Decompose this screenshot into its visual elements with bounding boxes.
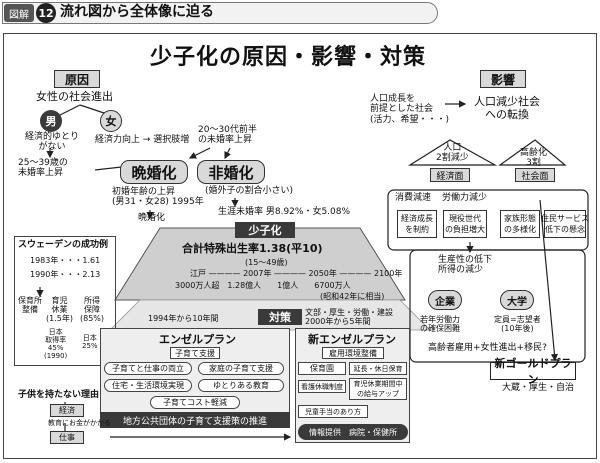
fertility-rate: 合計特殊出生率1.38(平10) xyxy=(182,242,323,255)
sweden-1983: 1983年・・・1.61 xyxy=(30,256,101,265)
angel-support: 子育て支援 xyxy=(170,347,220,359)
new-angel-footer: 情報提供 病院・保健所 xyxy=(298,424,408,440)
female-circle: 女 xyxy=(100,110,122,132)
new-angel-item: 看護休職制度 xyxy=(298,380,346,393)
aging-house-text: 高齢化 3割 xyxy=(520,148,548,169)
economy-label: 経済面 xyxy=(430,168,470,182)
company-text: 若年労働力 の確保困難 xyxy=(420,315,460,334)
growth-limit-box: 経済成長 を制約 xyxy=(397,210,437,238)
new-angel-period: 文部・厚生・労働・建設 2000年から5年間 xyxy=(305,308,393,327)
welfare-box: 住民サービス 低下の懸念 xyxy=(541,210,589,238)
female-text: 経済力向上 → 選択肢増 xyxy=(95,135,190,145)
angel-item: 住宅・生活環境実現 xyxy=(104,379,192,392)
angel-footer: 地方公共団体の子育て支援策の推進 xyxy=(100,412,290,428)
angel-item: 家庭の子育て支援 xyxy=(198,362,284,375)
pop-house-text: 人口 2割減少 xyxy=(436,143,469,164)
angel-period: 1994年から10年間 xyxy=(148,314,219,323)
angel-item: 子育てと仕事の両立 xyxy=(104,362,192,375)
cause-label: 原因 xyxy=(54,70,100,88)
male-circle: 男 xyxy=(40,110,62,132)
decline-society-text: 人口減少社会 への転換 xyxy=(474,95,540,121)
gold-plan-box: 新ゴールドプラン xyxy=(490,357,576,386)
late-sub-text: 初婚年齢の上昇 (男31・女28) 1995年 xyxy=(112,187,204,208)
main-title: 少子化の原因・影響・対策 xyxy=(150,45,427,70)
angel-item: ゆとりある教育 xyxy=(198,379,284,392)
childless-economy-text: 教育にお金がかかる xyxy=(48,419,111,427)
sweden-col3: 所得 保障 (85%) xyxy=(80,296,105,324)
angel-item: 子育てコスト軽減 xyxy=(150,396,240,409)
labor-text: 労働力減少 xyxy=(442,193,488,203)
new-angel-item: 保育園 xyxy=(298,362,346,375)
family-box: 家族形態 の多様化 xyxy=(500,210,540,238)
fertility-header: 少子化 xyxy=(235,222,295,238)
main-frame xyxy=(3,33,597,459)
childless-economy: 経済 xyxy=(50,404,84,417)
fertility-pop: 3000万人超 1.28億人 1億人 6700万人 xyxy=(175,281,351,290)
productivity-text: 生産性の低下 所得の減少 xyxy=(438,255,493,276)
childless-title: 子供を持たない理由 xyxy=(18,390,100,400)
late-marriage-box: 晩婚化 xyxy=(120,160,188,184)
new-angel-item: 延長・休日保育 xyxy=(349,362,407,375)
influence-label: 影響 xyxy=(480,70,526,88)
childless-work: 仕事 xyxy=(50,431,84,444)
new-angel-title: 新エンゼルプラン xyxy=(308,332,396,346)
company-circle: 企業 xyxy=(428,290,462,310)
university-text: 定員=志望者 (10年後) xyxy=(494,315,541,334)
new-angel-header: 雇用環境整備 xyxy=(322,347,384,359)
measures-label: 対策 xyxy=(258,309,302,325)
age-text: 20〜30代前半 の未婚率上昇 xyxy=(198,125,257,146)
header-number: 12 xyxy=(36,3,56,23)
angel-panel xyxy=(100,328,290,428)
lifetime-text: 生涯未婚率 男8.92%・女5.08% xyxy=(218,207,351,217)
burden-box: 現役世代 の負担増大 xyxy=(443,210,487,238)
fertility-rate-sub: (15〜49歳) xyxy=(245,258,288,267)
header-bar xyxy=(2,2,438,24)
non-sub-text: (婚外子の割合小さい) xyxy=(205,186,294,196)
sweden-japan: 日本 取得率 45% (1990) xyxy=(44,328,68,361)
sweden-panel xyxy=(14,236,116,366)
elderly-text: 高齢者雇用+女性進出+移民? xyxy=(428,343,547,353)
gold-sub-text: 大蔵・厚生・自治 xyxy=(502,383,575,393)
fertility-timeline: 江戸 ———— 2007年 ———— 2050年 ———— 2100年 xyxy=(190,269,403,278)
sweden-japan2: 日本 25% xyxy=(82,334,98,351)
university-circle: 大学 xyxy=(500,290,534,310)
sweden-col2: 育児 休業 (1.5年) xyxy=(46,296,73,324)
header-title: 流れ図から全体像に迫る xyxy=(60,4,214,20)
no-marriage-box: 非婚化 xyxy=(197,160,265,184)
new-angel-item: 児童手当のあり方 xyxy=(298,405,368,418)
consumption-text: 消費減速 xyxy=(395,193,432,203)
sweden-col1: 保育所 整備 xyxy=(18,296,42,315)
fertility-note: (昭和42年に相当) xyxy=(320,292,385,301)
society-label: 社会面 xyxy=(515,168,555,182)
population-growth-text: 人口成長を 前提とした社会 (活力、希望・・・) xyxy=(370,94,450,125)
women-social-text: 女性の社会進出 xyxy=(36,90,113,103)
late-sub2-text: 晩婚化 xyxy=(138,213,166,223)
header-badge: 図解 xyxy=(4,4,34,22)
age25-text: 25〜39歳の 未婚率上昇 xyxy=(18,158,68,179)
angel-title: エンゼルプラン xyxy=(159,332,236,346)
male-text: 経済的ゆとり がない xyxy=(25,132,80,153)
sweden-title: スウェーデンの成功例 xyxy=(18,240,109,250)
new-angel-item: 育児休業期間中 の給与アップ xyxy=(349,378,407,400)
sweden-1990: 1990年・・・2.13 xyxy=(30,270,101,279)
